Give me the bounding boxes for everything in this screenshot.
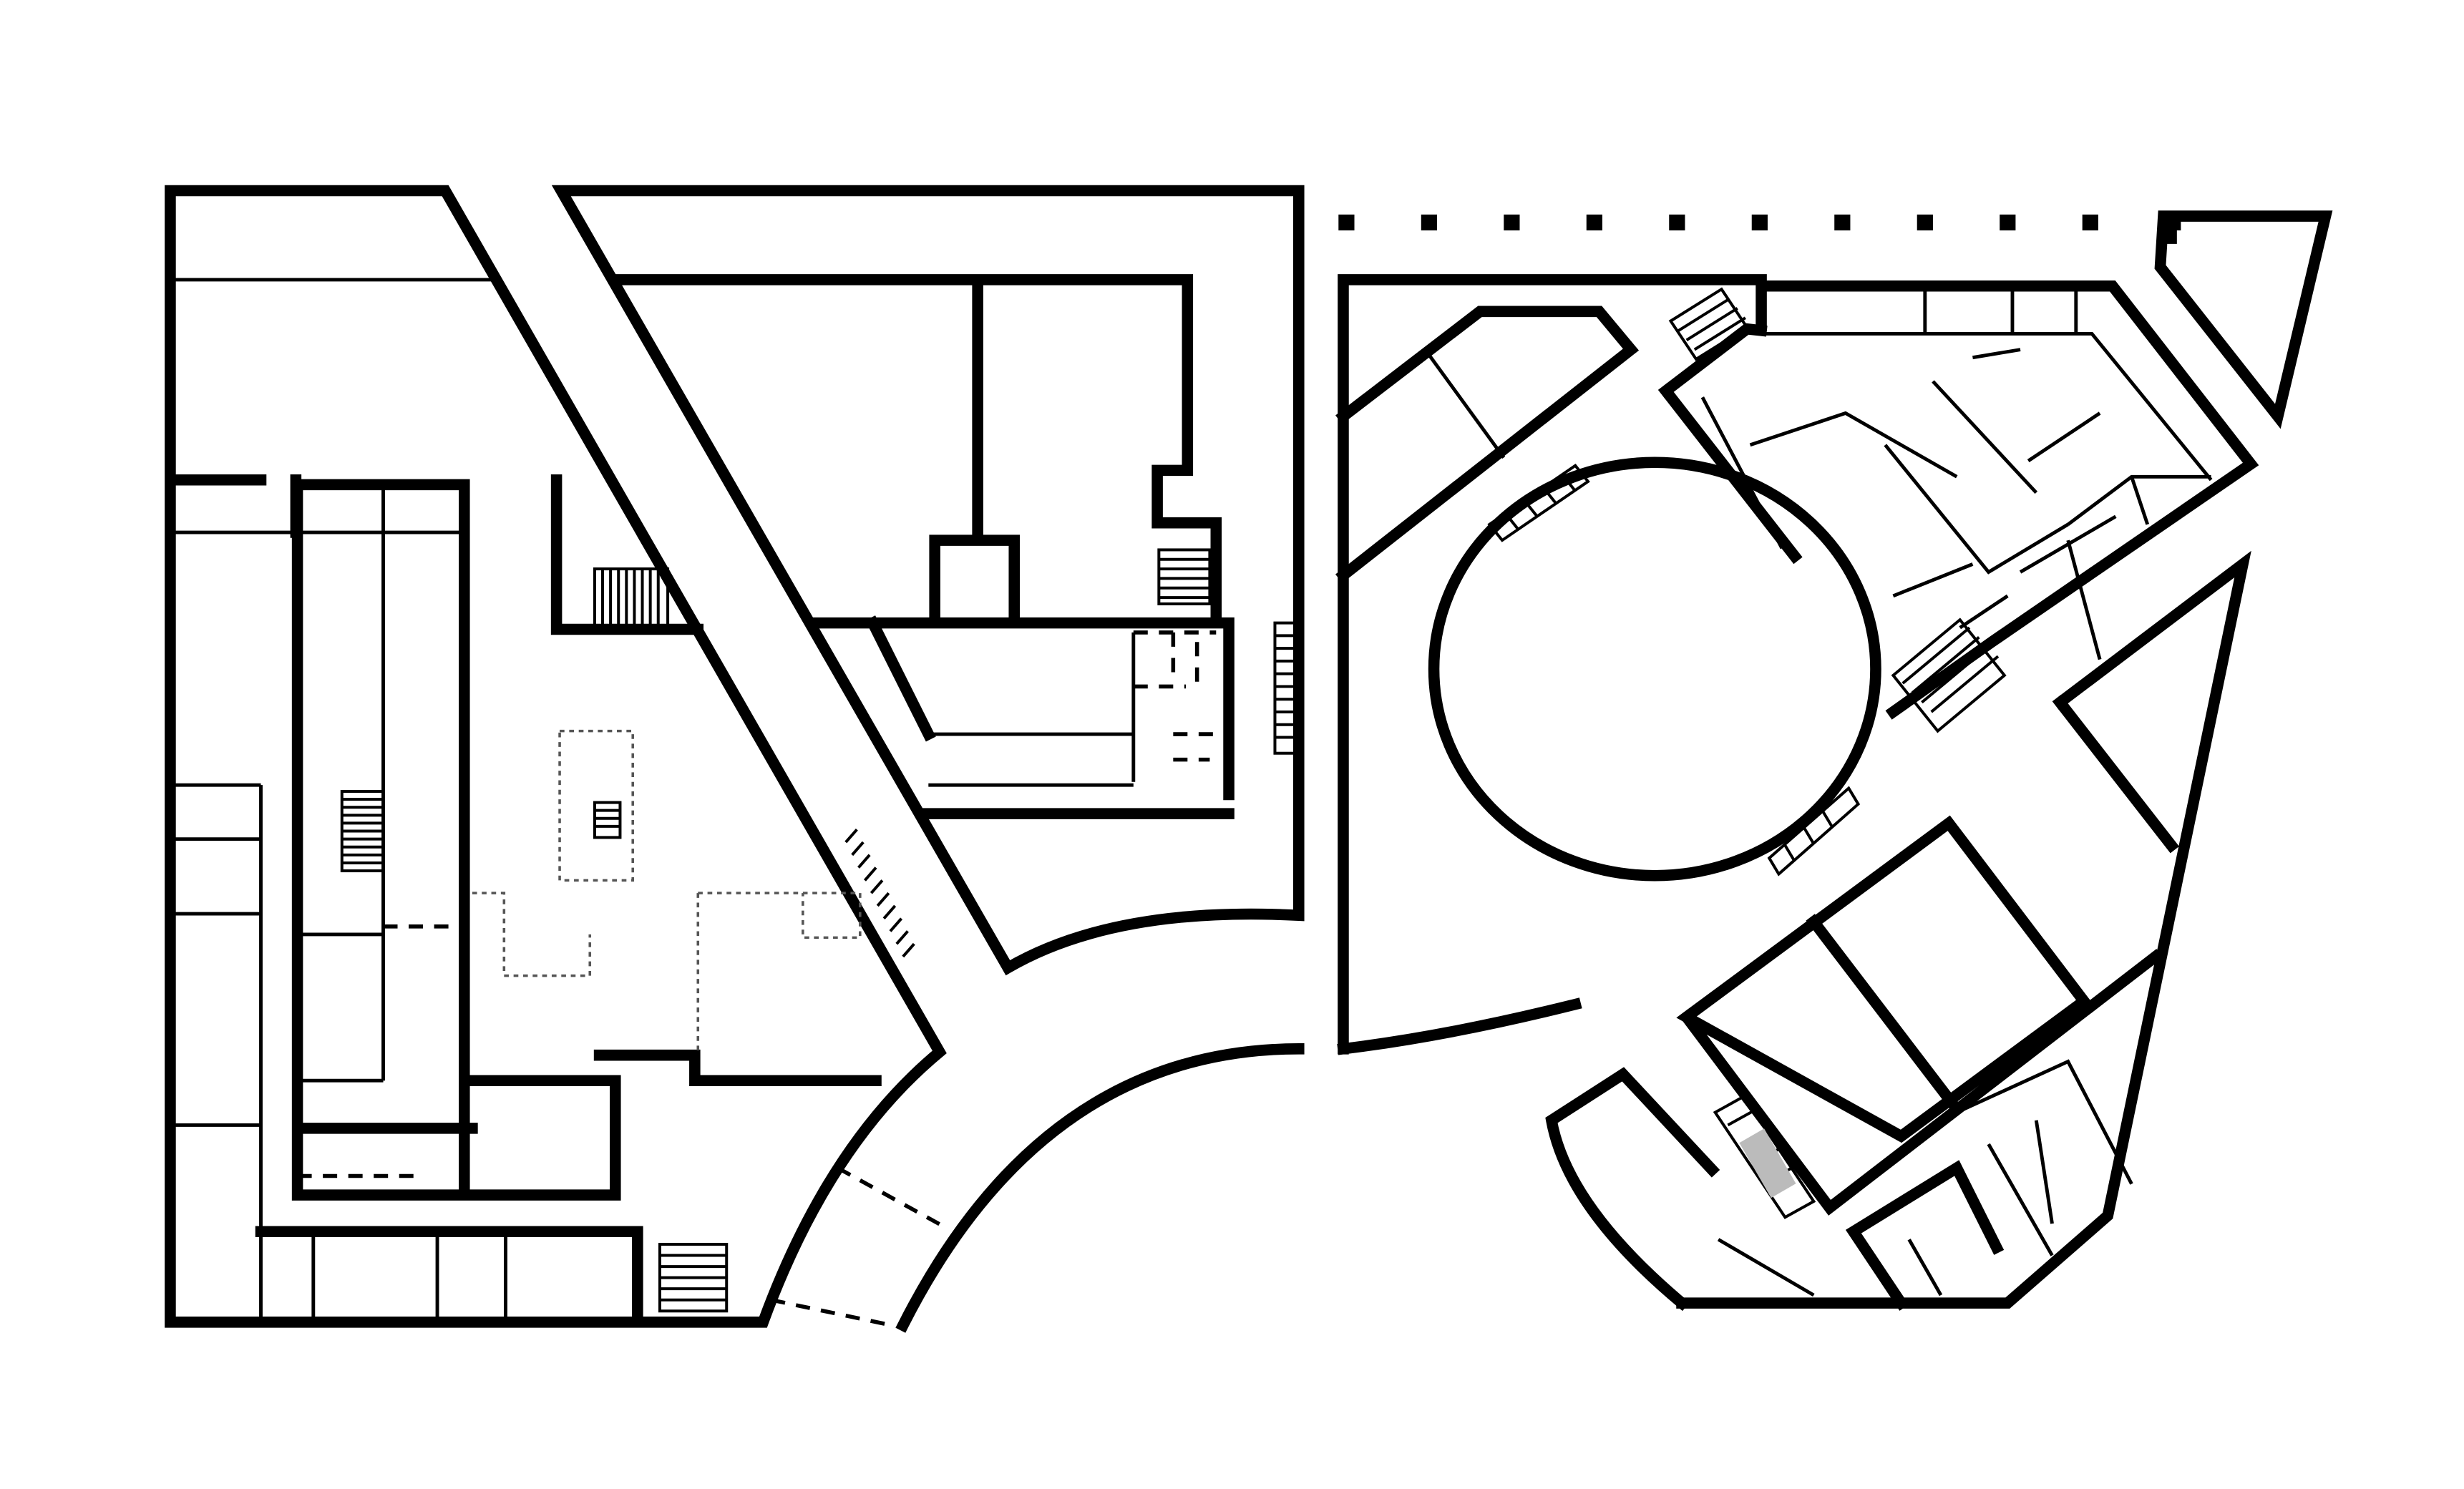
colonnade [1338,214,2181,231]
stair-upper-left [593,567,670,628]
ramp-east-edge [1273,621,1299,755]
west-stairs [340,567,915,1313]
column [1586,214,1602,231]
rotunda [1428,457,1881,882]
rotunda-stair-east [1891,617,2007,733]
center-stairs [1157,548,1299,755]
west-block [165,185,947,1328]
column [2000,214,2016,231]
ramp-diagonal [844,829,915,958]
column [2165,214,2181,231]
column [1751,214,1768,231]
west-block-hidden-lines [472,729,862,1053]
rotunda-stair-se [1767,786,1861,877]
center-block-dashed [1133,630,1217,762]
center-block-partitions [928,632,1136,787]
column [2082,214,2098,231]
column [1917,214,1933,231]
east-core-fill [1739,1128,1796,1198]
west-block-outline [165,185,947,1328]
east-block [1335,210,2333,1312]
stair-center [593,801,622,839]
center-block-outline [551,185,1305,976]
center-block [551,185,1305,976]
plaza-arc-edge [895,1043,1305,1333]
stair-center-east [1157,548,1212,605]
rotunda-stair-nw [1487,464,1590,542]
east-south-partitions [1717,1059,2133,1297]
east-stair-north [1668,287,1749,361]
west-block-partitions [170,278,507,1319]
column [1421,214,1437,231]
column [1504,214,1520,231]
column [1834,214,1851,231]
west-block-dashed-openings [297,924,945,1327]
east-wing-inner-partition [1426,285,2213,660]
east-south-wing [1676,550,2251,1311]
center-block-rooms [611,274,1235,819]
column [1338,214,1355,231]
west-block-interior-walls [167,474,882,1325]
column [1669,214,1685,231]
